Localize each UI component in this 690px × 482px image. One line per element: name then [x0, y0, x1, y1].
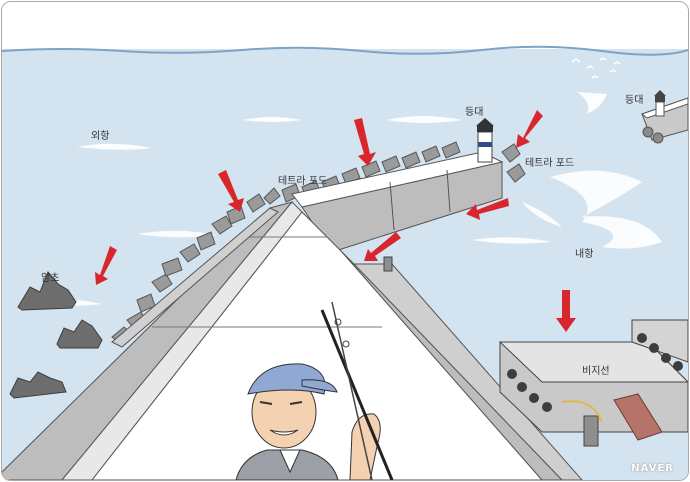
label-inner-harbor: 내항 [575, 249, 594, 260]
label-reef: 암초 [41, 273, 60, 284]
horizon-line [2, 45, 688, 56]
far-breakwater [640, 90, 688, 144]
floating-pier [498, 319, 688, 447]
arrow-tetrapod-left [218, 170, 244, 212]
reef-rocks [9, 271, 103, 399]
label-lighthouse-near: 등대 [465, 107, 484, 118]
breakwater-far-section [291, 151, 504, 253]
arrow-reef [95, 246, 117, 285]
label-floating-pier: 비지선 [582, 366, 610, 377]
seagulls [571, 57, 621, 79]
tetrapods-left [111, 141, 526, 346]
label-lighthouse-far: 등대 [625, 95, 644, 106]
arrow-tetrapod-top [354, 118, 376, 166]
label-tetrapod-right: 테트라 포드 [525, 158, 575, 169]
label-tetrapod-left: 테트라 포드 [278, 176, 328, 187]
wave-highlights [42, 92, 662, 306]
arrow-wall-right [466, 198, 509, 220]
fisherman [235, 301, 394, 480]
sky [2, 2, 688, 50]
naver-watermark: NAVER [631, 463, 674, 474]
arrow-pier [556, 290, 576, 332]
label-outer-sea: 외항 [91, 131, 110, 142]
main-walkway [2, 201, 583, 480]
lighthouse-near [476, 118, 494, 163]
red-arrows [95, 110, 576, 332]
arrow-wall-step [364, 232, 401, 261]
arrow-lighthouse [516, 110, 543, 148]
